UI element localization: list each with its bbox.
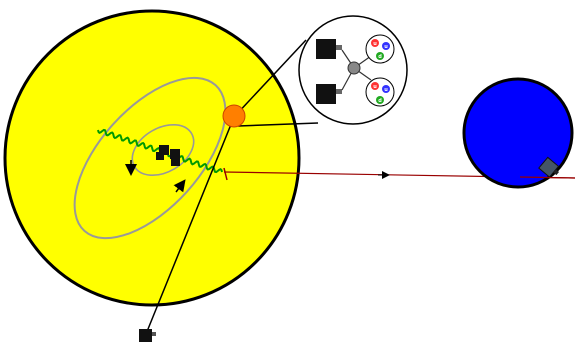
bubble-detector-top-nub — [336, 45, 342, 50]
bubble-detector-bottom — [316, 84, 336, 104]
quark-upper-2-label: u — [384, 44, 388, 50]
quark-upper-3-label: d — [378, 54, 382, 60]
bubble-node — [348, 62, 360, 74]
detector-bottom-nub — [152, 332, 156, 336]
quark-upper-1-label: u — [373, 41, 377, 47]
detector-center-4 — [156, 152, 164, 160]
bubble-detector-bottom-nub — [336, 89, 342, 94]
yellow-sphere — [5, 11, 299, 305]
quark-lower-3-label: d — [378, 98, 382, 104]
detector-center-3 — [171, 157, 180, 166]
detector-bottom — [139, 329, 152, 342]
quark-lower-2-label: u — [384, 87, 388, 93]
bubble-detector-top — [316, 39, 336, 59]
orange-target — [223, 105, 245, 127]
quark-lower-1-label: u — [373, 84, 377, 90]
